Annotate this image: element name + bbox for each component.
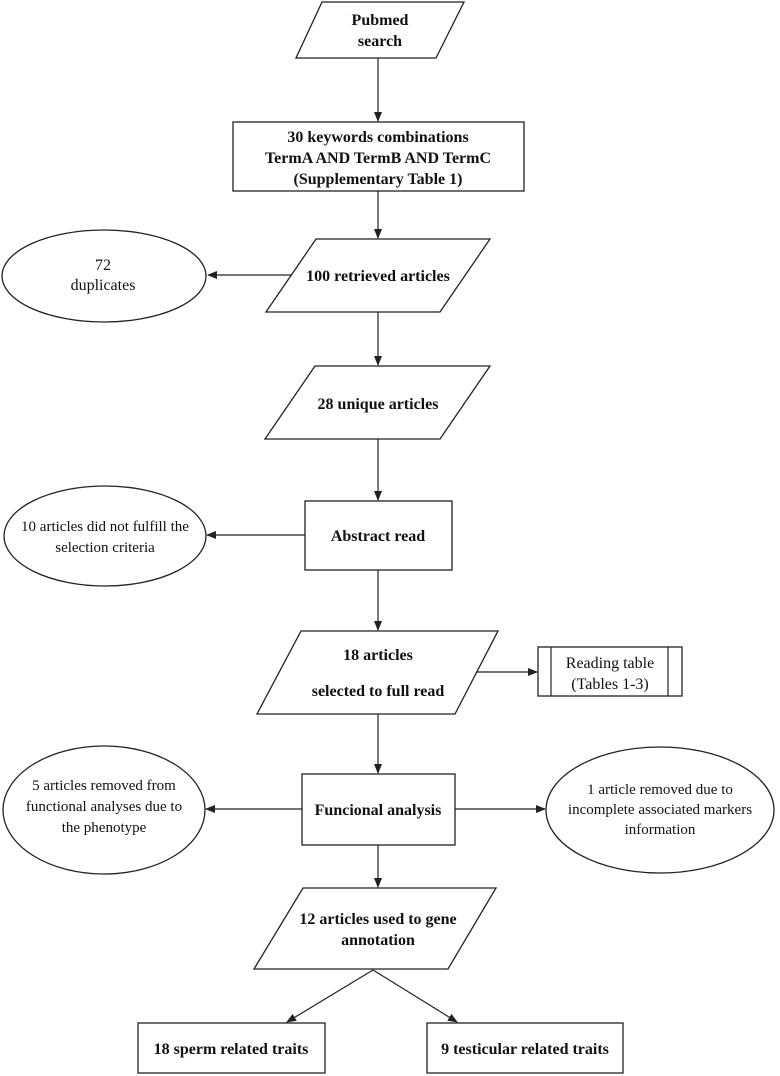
pubmed-search-node: Pubmed search (294, 1, 466, 59)
removed-phenotype-node: 5 articles removed from functional analy… (2, 745, 206, 875)
full-read-line-1: 18 articles (343, 647, 413, 664)
retrieved-articles-label: 100 retrieved articles (306, 268, 450, 285)
reading-table-node: Reading table (Tables 1-3) (537, 646, 683, 697)
removed-phenotype-line-2: functional analyses due to (26, 799, 182, 815)
not-fulfill-line-2: selection criteria (55, 540, 155, 556)
removed-phenotype-line-1: 5 articles removed from (32, 778, 176, 794)
removed-markers-line-2: incomplete associated markers (568, 802, 752, 818)
keywords-line-3: (Supplementary Table 1) (294, 171, 463, 188)
gene-annotation-line-1: 12 articles used to gene (299, 911, 456, 928)
unique-articles-label: 28 unique articles (318, 396, 439, 413)
full-read-node: 18 articles selected to full read (255, 630, 500, 715)
removed-markers-line-1: 1 article removed due to (587, 782, 733, 798)
edge-annotation-to-testicular (372, 969, 458, 1023)
not-fulfill-node: 10 articles did not fulfill the selectio… (3, 485, 207, 587)
removed-markers-node: 1 article removed due to incomplete asso… (545, 746, 775, 874)
unique-articles-node: 28 unique articles (263, 365, 492, 440)
gene-annotation-node: 12 articles used to gene annotation (252, 887, 498, 970)
duplicates-line-2: duplicates (71, 277, 136, 294)
keywords-node: 30 keywords combinations TermA AND TermB… (232, 121, 525, 192)
gene-annotation-line-2: annotation (341, 932, 415, 949)
keywords-line-2: TermA AND TermB AND TermC (265, 150, 491, 167)
retrieved-articles-node: 100 retrieved articles (264, 238, 492, 313)
reading-table-line-2: (Tables 1-3) (571, 676, 649, 693)
abstract-read-node: Abstract read (304, 500, 453, 571)
full-read-line-2: selected to full read (312, 683, 445, 700)
edge-annotation-to-sperm (286, 969, 374, 1023)
testicular-traits-label: 9 testicular related traits (441, 1041, 609, 1058)
sperm-traits-label: 18 sperm related traits (154, 1041, 309, 1058)
functional-analysis-node: Funcional analysis (301, 773, 456, 846)
not-fulfill-line-1: 10 articles did not fulfill the (21, 519, 189, 535)
abstract-read-label: Abstract read (331, 528, 425, 545)
duplicates-node: 72 duplicates (1, 229, 207, 323)
edges (205, 58, 546, 1023)
removed-phenotype-line-3: the phenotype (62, 820, 147, 836)
sperm-traits-node: 18 sperm related traits (137, 1022, 326, 1074)
pubmed-search-line-1: Pubmed (352, 12, 409, 29)
pubmed-search-line-2: search (358, 33, 402, 50)
functional-analysis-label: Funcional analysis (315, 802, 442, 819)
removed-markers-line-3: information (625, 822, 696, 838)
duplicates-line-1: 72 (95, 257, 111, 274)
testicular-traits-node: 9 testicular related traits (426, 1022, 624, 1074)
keywords-line-1: 30 keywords combinations (287, 129, 468, 146)
reading-table-line-1: Reading table (566, 655, 654, 672)
